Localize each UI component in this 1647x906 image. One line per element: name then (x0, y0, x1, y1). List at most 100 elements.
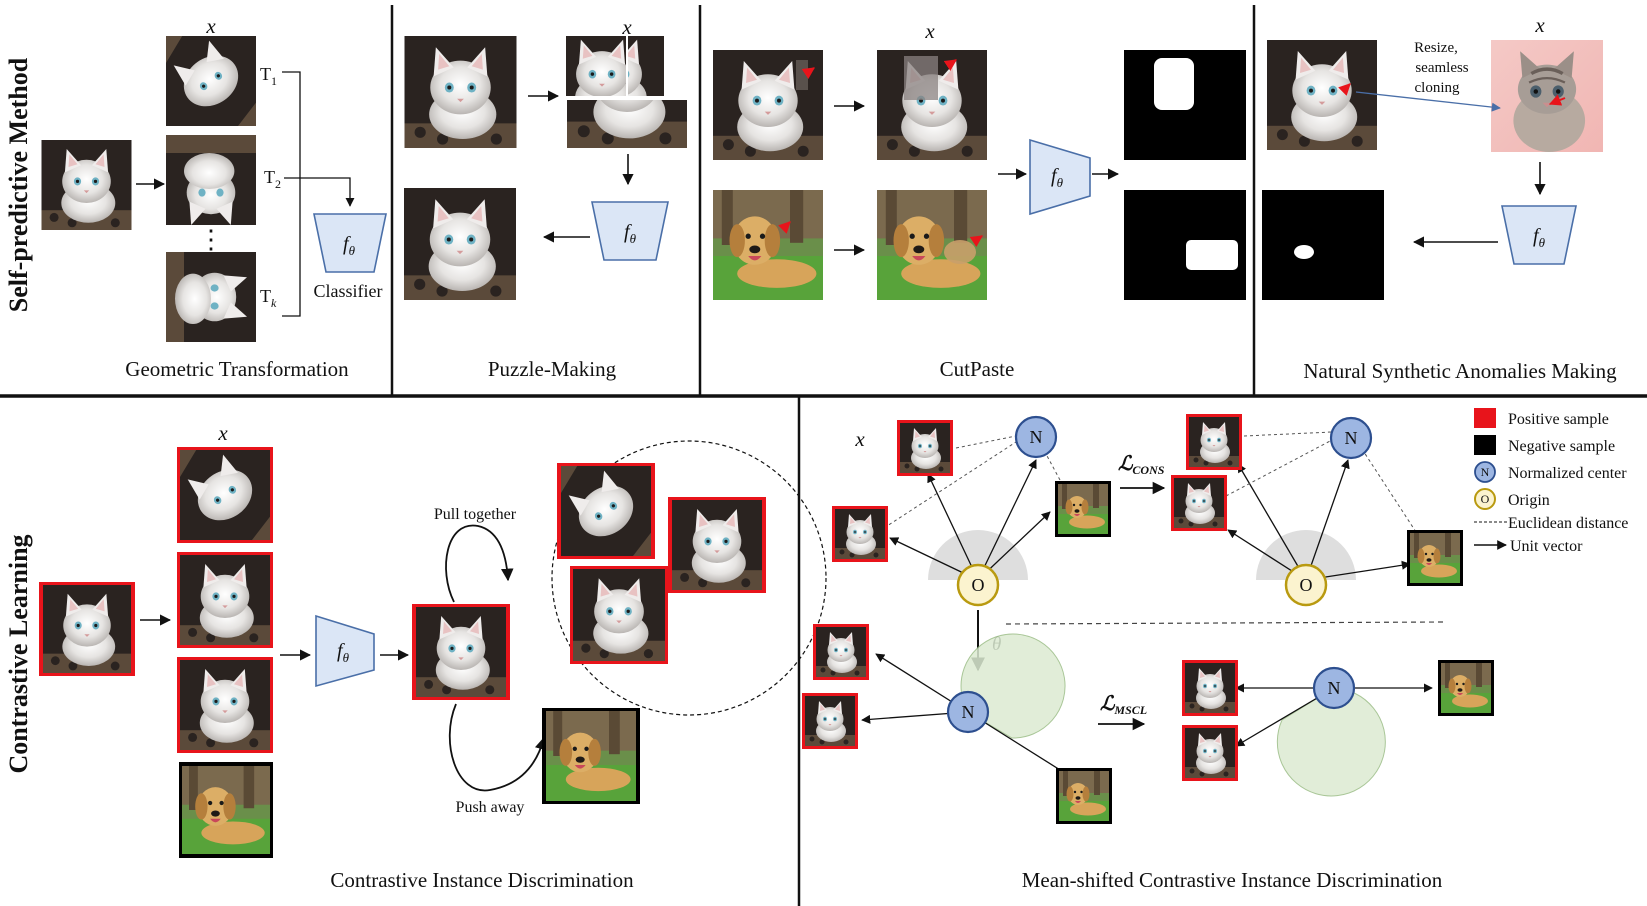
x-label: x (1534, 13, 1545, 37)
panel-mean-shifted: x N O ℒCONS (802, 414, 1494, 892)
ms-pos-cat-5 (816, 627, 866, 677)
natural-input-cat (1267, 40, 1377, 150)
ms-neg-dog-4 (1441, 663, 1491, 713)
svg-text:N: N (962, 702, 975, 722)
t2-label: T2 (264, 167, 281, 191)
positive-cat-1 (561, 466, 651, 556)
x-label: x (924, 19, 935, 43)
puzzle-input-cat (404, 36, 517, 148)
legend-swatch-positive (1474, 408, 1496, 428)
legend-swatch-negative (1474, 435, 1496, 455)
ms-pos-cat-4 (1174, 478, 1224, 528)
svg-text:N: N (1345, 428, 1358, 448)
input-cat-image (41, 140, 132, 230)
caption-natural: Natural Synthetic Anomalies Making (1303, 359, 1617, 383)
ms-neg-dog-3 (1059, 771, 1109, 821)
positive-cluster-circle (551, 440, 827, 716)
cat-transform-1 (166, 36, 256, 126)
note-line-3: cloning (1415, 80, 1460, 96)
augmented-cat-3 (180, 660, 270, 750)
ms-normalized-center-4 (1312, 666, 1356, 710)
x-label: x (205, 14, 216, 38)
ms-normalized-center-1 (1014, 415, 1058, 459)
ms-pos-cat-6 (805, 696, 855, 746)
ms-pos-cat-3 (1189, 417, 1239, 467)
panel-puzzle-making: x fθ Puzzle-Making (404, 15, 687, 381)
cutpaste-dog-original (713, 190, 823, 300)
ms-normalized-center-2 (1329, 416, 1373, 460)
anchor-embedding-cat (416, 607, 506, 697)
side-label-self-predictive: Self-predictive Method (4, 57, 33, 312)
cutpaste-masks (1124, 50, 1246, 300)
caption-mean-shifted: Mean-shifted Contrastive Instance Discri… (1022, 868, 1443, 892)
ms-pos-cat-8 (1185, 728, 1235, 778)
loss-mscl-label: ℒMSCL (1100, 693, 1147, 717)
encoder-block (591, 201, 669, 261)
panel-dividers (0, 5, 1647, 906)
legend-normalized: Normalized center (1508, 465, 1627, 482)
legend-positive: Positive sample (1508, 411, 1609, 428)
legend-negative: Negative sample (1508, 438, 1615, 455)
t1-label: T1 (260, 64, 277, 88)
puzzle-reconstructed-cat (404, 188, 516, 300)
encoder-block (1029, 138, 1091, 216)
svg-text:O: O (1300, 575, 1313, 595)
pull-together-label: Pull together (434, 506, 517, 523)
positive-cat-2 (672, 500, 762, 590)
augmented-cat-2 (180, 555, 270, 645)
augmented-cat-1 (180, 450, 270, 540)
ms-pos-cat-1 (900, 423, 950, 473)
x-label: x (217, 421, 228, 445)
x-label: x (621, 15, 632, 39)
push-away-label: Push away (456, 799, 525, 816)
legend-euclid: Euclidean distance (1508, 515, 1628, 532)
legend: Positive sample Negative sample N Normal… (1474, 408, 1628, 555)
classifier-label: Classifier (314, 281, 383, 301)
svg-text:N: N (1030, 427, 1043, 447)
cat-transform-2 (166, 135, 256, 225)
panel-geometric-transformation: x ⋮ T1 T2 Tk fθ Classifier Geometric Tra… (41, 14, 387, 381)
natural-target-kitten (1489, 40, 1605, 152)
svg-text:N: N (1328, 678, 1341, 698)
vertical-ellipsis: ⋮ (198, 225, 224, 254)
ms-pos-cat-2 (835, 509, 885, 559)
puzzle-pieces (566, 36, 687, 148)
encoder-block (1501, 205, 1577, 265)
ms-pos-cat-7 (1185, 663, 1235, 713)
legend-swatch-origin (1474, 488, 1496, 510)
ms-neg-dog-1 (1058, 484, 1108, 534)
caption-contrastive: Contrastive Instance Discrimination (330, 868, 634, 892)
ms-origin-2 (1284, 563, 1328, 607)
note-line-1: Resize, (1414, 40, 1458, 56)
encoder-block (313, 213, 387, 273)
x-label: x (854, 427, 865, 451)
caption-puzzle: Puzzle-Making (488, 357, 617, 381)
natural-mask (1262, 190, 1384, 300)
caption-geometric: Geometric Transformation (125, 357, 349, 381)
svg-text:N: N (1481, 465, 1490, 479)
ms-normalized-center-3 (946, 690, 990, 734)
side-label-contrastive: Contrastive Learning (4, 534, 33, 773)
tk-label: Tk (260, 286, 277, 310)
svg-text:O: O (1481, 492, 1490, 506)
note-line-2: seamless (1415, 60, 1468, 76)
svg-text:O: O (972, 575, 985, 595)
legend-unit: Unit vector (1510, 538, 1583, 555)
ms-neg-dog-2 (1410, 533, 1460, 583)
loss-cons-label: ℒCONS (1118, 453, 1165, 477)
contrastive-input-cat (43, 585, 131, 673)
panel-natural-anomalies: Resize, seamless cloning x fθ Natural Sy… (1262, 13, 1617, 383)
cat-transform-k (166, 252, 256, 342)
encoder-label: fθ (1533, 225, 1546, 250)
negative-dog (182, 766, 270, 854)
separator-dashed (1005, 621, 1445, 625)
encoder-label: fθ (343, 233, 356, 258)
negative-dog-embedding (546, 711, 636, 801)
encoder-label: fθ (1051, 165, 1064, 190)
encoder-label: fθ (624, 221, 637, 246)
caption-cutpaste: CutPaste (940, 357, 1015, 381)
panel-cutpaste: x fθ CutPaste (713, 19, 1246, 381)
encoder-label: fθ (337, 640, 350, 665)
legend-origin: Origin (1508, 492, 1550, 509)
